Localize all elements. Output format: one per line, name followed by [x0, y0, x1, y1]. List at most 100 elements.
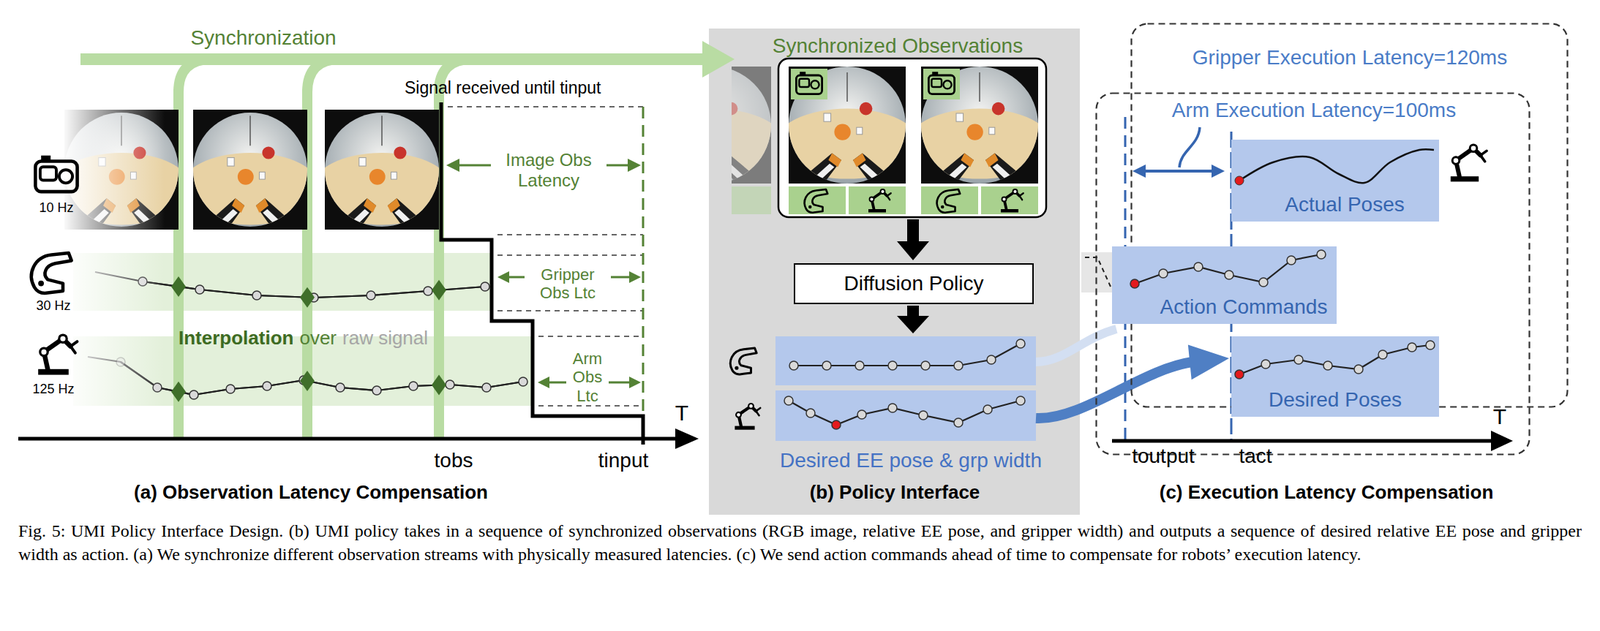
faded-link — [1084, 257, 1111, 287]
sample-dot — [888, 361, 897, 371]
camera-icon — [35, 155, 77, 192]
svg-rect — [823, 113, 832, 122]
sample-dot — [1016, 339, 1025, 349]
arrowhead — [1211, 164, 1225, 178]
figure-label: toutput — [1131, 444, 1195, 469]
sample-dot — [857, 410, 867, 420]
svg-circle — [1013, 189, 1018, 194]
svg-g — [1234, 149, 1434, 186]
figure-label: (a) Observation Latency Compensation — [133, 482, 488, 505]
pose-band: Action Commands — [1112, 246, 1337, 325]
svg-path — [730, 348, 757, 375]
sample-dot — [855, 361, 865, 371]
sample-dot — [954, 361, 963, 371]
svg-g — [907, 66, 1053, 184]
gripper-icon — [730, 348, 757, 375]
sample-dot — [983, 405, 993, 415]
svg-polygon — [985, 152, 1031, 184]
flow-arrow — [907, 305, 919, 318]
signal-received-step — [441, 102, 644, 445]
gripper-icon — [804, 189, 829, 213]
svg-circle — [40, 348, 48, 356]
svg-circle — [369, 168, 386, 186]
svg-circle — [59, 335, 67, 343]
dashed-outline — [1096, 93, 1530, 456]
svg-circle — [940, 205, 945, 210]
svg-rect — [359, 158, 366, 167]
svg-rect — [38, 369, 69, 376]
dashed-guide — [497, 310, 644, 312]
svg-rect — [227, 158, 235, 167]
interpolated-sample — [299, 287, 315, 309]
sample-dot — [335, 383, 345, 393]
time-axis — [18, 437, 679, 442]
dashed-guide — [538, 405, 644, 407]
figure-label: 30 Hz — [35, 298, 71, 314]
sample-dot — [408, 381, 418, 391]
icon-tile — [923, 68, 960, 100]
svg-polygon — [199, 198, 245, 230]
sample-dot — [189, 390, 199, 400]
sample-dot — [1261, 359, 1271, 369]
flow-arrow — [907, 219, 919, 243]
svg-path — [937, 189, 961, 213]
svg-g — [80, 40, 1230, 442]
sample-dot — [1294, 355, 1303, 365]
interpolated-sample — [431, 280, 447, 301]
svg-rect — [932, 71, 938, 75]
svg-polygon — [807, 163, 835, 184]
process-box: Diffusion Policy — [793, 263, 1034, 305]
camera-frame — [310, 109, 453, 230]
figure-label: Image Obs Latency — [490, 149, 607, 191]
svg-circle — [59, 169, 73, 183]
svg-polygon — [731, 163, 753, 184]
execution-panel — [1081, 117, 1513, 452]
svg-polygon — [211, 209, 238, 230]
sample-dot — [1425, 340, 1435, 350]
svg-rect — [956, 113, 964, 122]
svg-polygon — [363, 198, 377, 213]
desired-line — [1239, 345, 1431, 375]
arrowhead — [896, 316, 930, 334]
svg-g — [179, 109, 321, 230]
svg-circle — [1002, 197, 1007, 202]
robot-arm-icon — [868, 189, 892, 213]
figure-label: (c) Execution Latency Compensation — [1159, 482, 1494, 505]
robot-arm-icon — [38, 335, 77, 376]
pose-band: Desired Poses — [1231, 336, 1440, 418]
figure-caption: Fig. 5: UMI Policy Interface Design. (b)… — [18, 519, 1582, 567]
fade-overlay — [62, 102, 165, 410]
svg-circle — [992, 102, 1006, 116]
figure-label: T — [675, 400, 689, 427]
gripper-send-arrow — [1035, 329, 1117, 363]
svg-circle — [237, 168, 254, 186]
sample-dot — [482, 383, 491, 393]
svg-circle — [393, 146, 407, 159]
actual-trajectory — [1239, 149, 1434, 183]
svg-polygon — [387, 198, 433, 230]
sample-dot — [822, 361, 832, 371]
arm-action-line — [788, 400, 1021, 426]
sample-dot — [226, 384, 235, 394]
pose-band: Actual Poses — [1231, 139, 1440, 222]
svg-path — [31, 253, 72, 294]
arrowhead — [497, 271, 510, 284]
sample-dot — [789, 361, 799, 371]
camera-icon — [795, 71, 822, 94]
sample-dot — [1378, 350, 1388, 360]
svg-polygon — [731, 152, 764, 184]
sample-dot — [1286, 256, 1296, 265]
svg-circle — [1469, 144, 1478, 153]
svg-circle — [38, 280, 44, 287]
svg-rect — [799, 71, 806, 75]
node-text: Synchronized Observations — [772, 34, 1023, 58]
svg-polygon — [940, 163, 968, 184]
svg-line — [249, 115, 251, 146]
sample-dot — [1130, 279, 1140, 289]
figure-label: tinput — [598, 449, 649, 473]
icon-tile — [788, 186, 846, 215]
sample-dot — [921, 361, 930, 371]
svg-circle — [869, 197, 875, 202]
interpolated-sample — [171, 276, 186, 298]
node-text: Desired EE pose & grp width — [779, 449, 1042, 473]
